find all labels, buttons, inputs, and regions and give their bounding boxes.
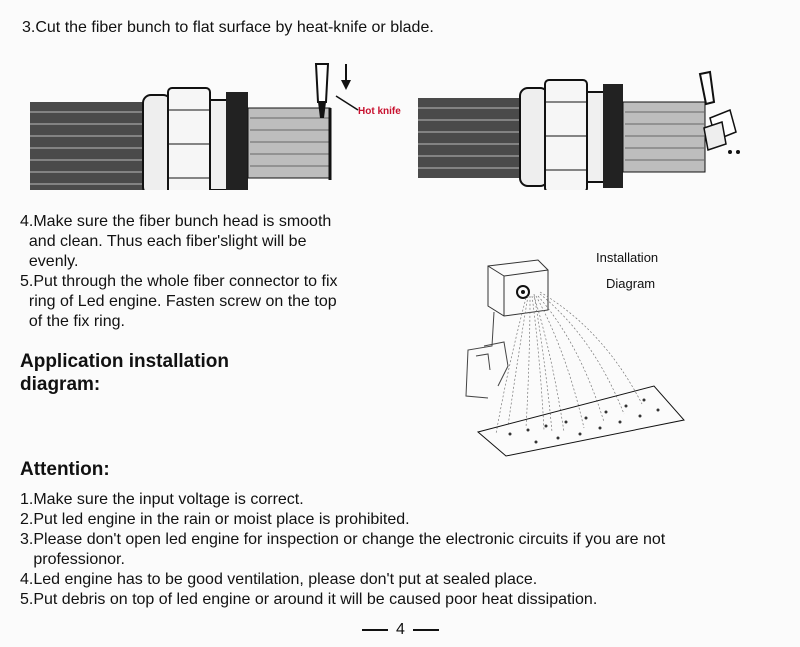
attention-item: professionor.: [20, 551, 125, 568]
attention-item: 3.Please don't open led engine for inspe…: [20, 531, 666, 548]
step-5-line: of the fix ring.: [20, 313, 125, 330]
application-heading-line: diagram:: [20, 374, 101, 395]
application-heading: Application installation diagram:: [20, 350, 229, 396]
step-4-line: evenly.: [20, 253, 79, 270]
diagram-label: Diagram: [606, 276, 656, 291]
attention-item: 1.Make sure the input voltage is correct…: [20, 491, 304, 508]
application-heading-line: Application installation: [20, 351, 230, 372]
fiber-cut-illustration: [30, 63, 740, 190]
attention-item: 2.Put led engine in the rain or moist pl…: [20, 511, 410, 528]
attention-heading: Attention:: [20, 459, 110, 480]
attention-item: 5.Put debris on top of led engine or aro…: [20, 591, 598, 608]
page-number: 4: [396, 621, 405, 638]
step-5-line: 5.Put through the whole fiber connector …: [20, 273, 338, 290]
left-fiber-assembly: [30, 63, 359, 190]
attention-list: 1.Make sure the input voltage is correct…: [20, 490, 665, 610]
right-fiber-assembly: [418, 70, 740, 190]
installation-diagram: [465, 259, 685, 457]
footer-rule: [412, 629, 439, 631]
step-5-line: ring of Led engine. Fasten screw on the …: [20, 293, 337, 310]
step-4-line: and clean. Thus each fiber'slight will b…: [20, 233, 307, 250]
step-4-line: 4.Make sure the fiber bunch head is smoo…: [20, 213, 332, 230]
attention-item: 4.Led engine has to be good ventilation,…: [20, 571, 538, 588]
hot-knife-label: Hot knife: [358, 106, 401, 117]
step-3-text: 3.Cut the fiber bunch to flat surface by…: [22, 19, 434, 36]
installation-label: Installation: [596, 250, 659, 265]
page-footer: 4: [362, 621, 439, 639]
step-4-block: 4.Make sure the fiber bunch head is smoo…: [20, 212, 338, 332]
footer-rule: [362, 629, 388, 631]
